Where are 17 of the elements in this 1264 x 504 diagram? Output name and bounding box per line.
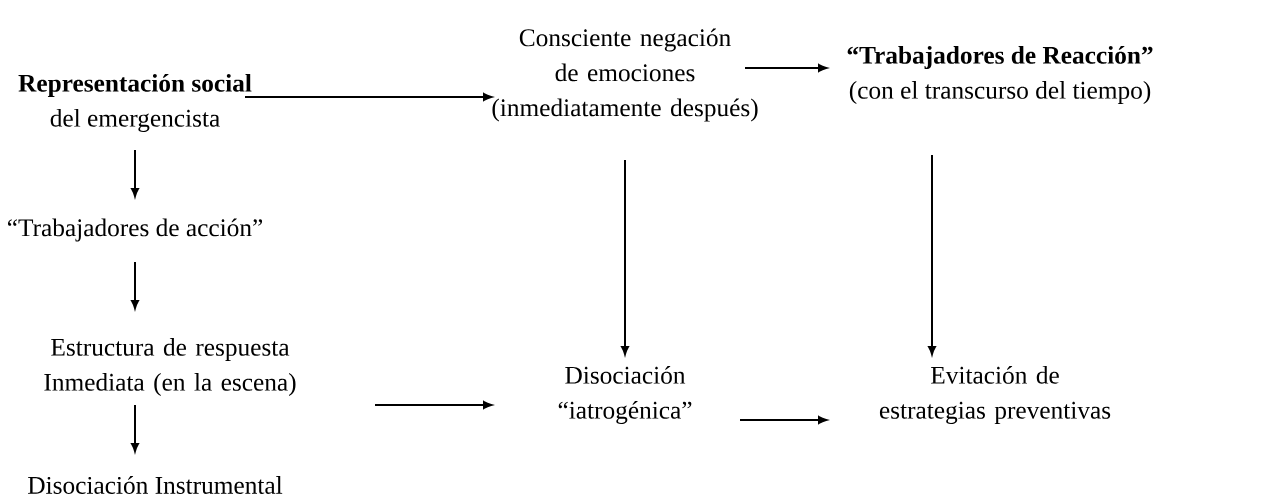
arrow [131,149,139,197]
node-text: Disociación “iatrogénica” [558,365,692,425]
arrow [621,159,629,355]
node-text: “Trabajadores de Reacción” (con el transcurso del tiempo) [847,46,1153,104]
arrow [374,401,492,409]
node-text: Representación social del emergencista [18,74,252,133]
node-text: Consciente negación de emociones (inmediatamente después) [492,28,758,122]
arrow [131,261,139,309]
node-text: Evitación de estrategias preventivas [879,365,1111,425]
node-text: Estructura de respuesta Inmediata (en la escena) [44,338,296,396]
arrow [744,64,827,72]
arrow [131,404,139,452]
arrow [928,154,936,355]
arrow [244,93,492,101]
node-text: “Trabajadores de acción” [7,218,263,242]
node-text: Disociación Instrumental [28,476,283,494]
arrow [739,416,827,424]
